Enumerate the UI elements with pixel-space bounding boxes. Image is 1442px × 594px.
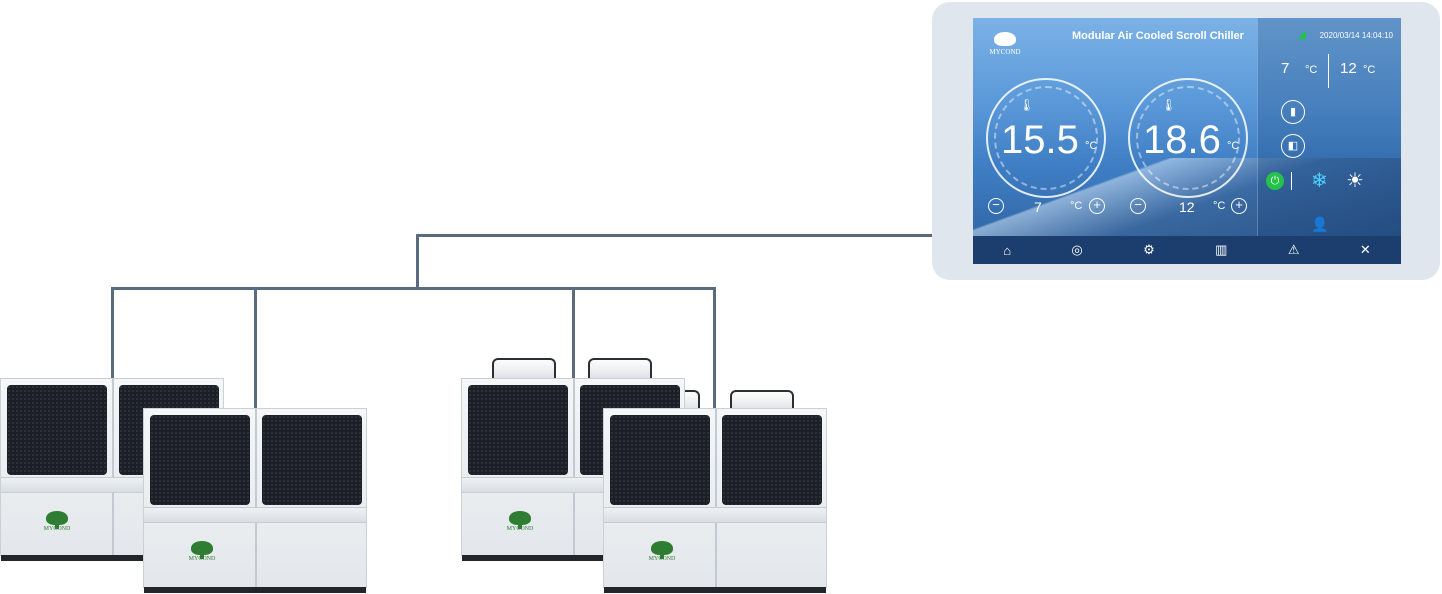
user-icon[interactable]: 👤	[1311, 216, 1329, 232]
side-left-unit: °C	[1305, 64, 1318, 76]
pump-status-icon[interactable]: ◧	[1281, 134, 1305, 158]
side-right-unit: °C	[1363, 64, 1376, 76]
gauge-left-value: 15.5	[1001, 118, 1079, 162]
setpoint-left: 7	[1034, 199, 1042, 215]
chiller-fan	[588, 358, 652, 378]
connection-line	[254, 287, 257, 409]
connection-line	[111, 287, 114, 379]
setpoint-right: 12	[1179, 199, 1195, 215]
increase-left-button[interactable]: +	[1089, 198, 1105, 214]
chiller-fan	[492, 358, 556, 378]
side-left-temp: 7	[1281, 60, 1290, 77]
gauge-right	[1128, 78, 1248, 198]
home-icon[interactable]: ⌂	[1003, 242, 1012, 258]
tools-icon[interactable]: ✕	[1359, 242, 1371, 257]
power-icon[interactable]: ⏻	[1266, 172, 1284, 190]
decrease-left-button[interactable]: −	[988, 198, 1004, 214]
gauge-left-unit: °C	[1085, 140, 1098, 152]
chiller-unit: MYCOND	[603, 408, 827, 593]
controller-screen: MYCOND Modular Air Cooled Scroll Chiller…	[973, 18, 1401, 264]
gauge-right-value: 18.6	[1143, 118, 1221, 162]
increase-right-button[interactable]: +	[1231, 198, 1247, 214]
bottom-nav: ⌂ ◎ ⚙ ▥ ⚠ ✕	[973, 236, 1401, 264]
thermometer-icon: 🌡	[1161, 98, 1177, 112]
chiller-unit: MYCOND	[461, 378, 685, 561]
monitor-icon[interactable]: ◎	[1071, 242, 1083, 257]
connection-line	[416, 234, 932, 237]
connection-line	[713, 287, 716, 409]
connection-line	[416, 234, 419, 290]
heating-mode-icon[interactable]: ☀	[1346, 170, 1364, 192]
alarm-icon[interactable]: ⚠	[1287, 242, 1300, 257]
statistics-icon[interactable]: ▥	[1215, 242, 1228, 257]
brand-logo: MYCOND	[500, 511, 540, 532]
side-panel	[1257, 18, 1401, 238]
signal-icon	[1296, 31, 1306, 39]
unit-status-icon[interactable]: ▮	[1281, 100, 1305, 124]
chiller-fan	[730, 390, 794, 410]
connection-line	[111, 287, 716, 290]
gauge-right-unit: °C	[1227, 140, 1240, 152]
datetime: 2020/03/14 14:04:10	[1319, 31, 1393, 40]
brand-logo: MYCOND	[37, 511, 77, 532]
side-right-temp: 12	[1340, 60, 1357, 77]
thermometer-icon: 🌡	[1019, 98, 1035, 112]
screen-title: Modular Air Cooled Scroll Chiller	[1072, 30, 1244, 42]
operator-icon[interactable]: ⚙	[1143, 242, 1155, 257]
setpoint-right-unit: °C	[1213, 200, 1226, 212]
cooling-mode-icon[interactable]: ❄	[1311, 170, 1328, 192]
connection-line	[572, 287, 575, 379]
brand-logo: MYCOND	[642, 541, 682, 562]
setpoint-left-unit: °C	[1070, 200, 1083, 212]
chiller-unit: MYCOND	[143, 408, 367, 593]
brand-logo: MYCOND	[182, 541, 222, 562]
brand-logo: MYCOND	[985, 32, 1025, 56]
decrease-right-button[interactable]: −	[1130, 198, 1146, 214]
gauge-left	[986, 78, 1106, 198]
